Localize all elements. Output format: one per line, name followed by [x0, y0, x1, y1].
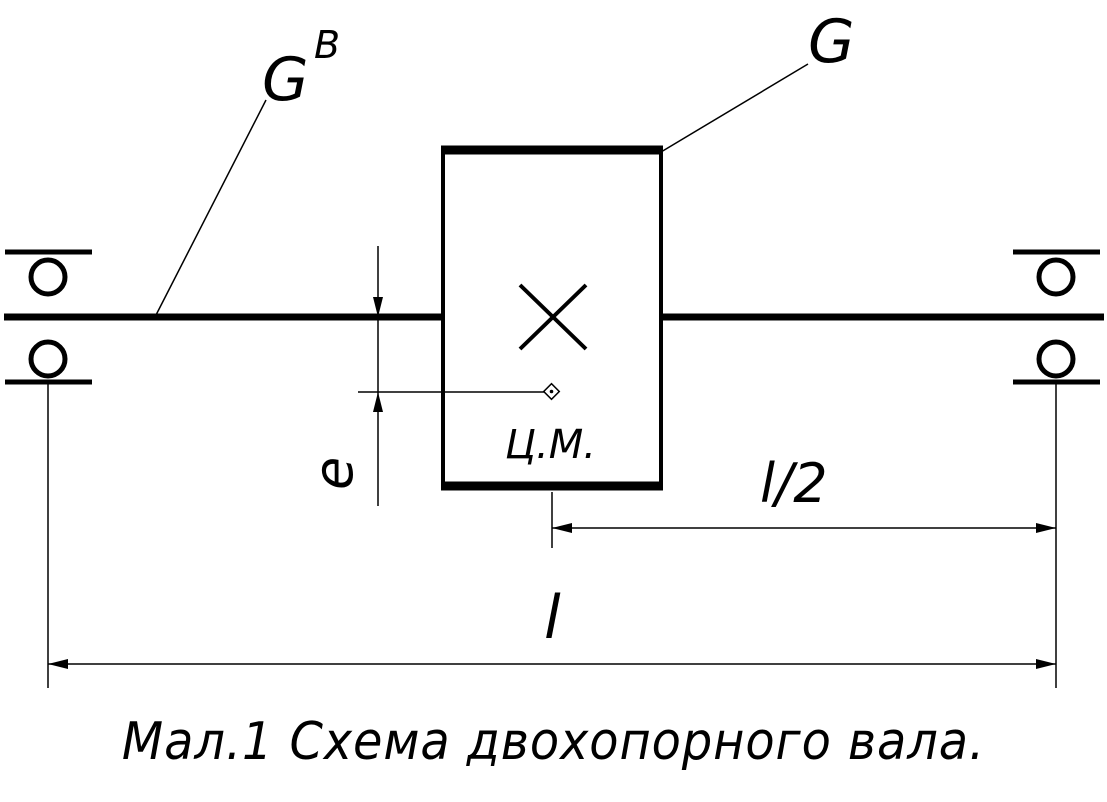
label-length: l: [544, 583, 561, 653]
center-of-mass-marker: [358, 382, 561, 401]
leader-disk-weight: [660, 63, 809, 153]
right-bearing: [1013, 249, 1100, 385]
label-half-length: l/2: [760, 452, 828, 515]
extension-lines: [47, 384, 1057, 688]
leader-shaft-weight: [154, 99, 267, 318]
label-shaft-weight-sup: B: [314, 23, 340, 67]
left-bearing: [5, 249, 92, 385]
label-eccentricity: e: [302, 457, 365, 490]
center-cross: [518, 283, 588, 351]
figure-caption: Мал.1 Схема двохопорного вала.: [121, 712, 986, 772]
disk: [441, 145, 663, 491]
label-center-of-mass: Ц.М.: [505, 422, 596, 468]
label-disk-weight: G: [808, 7, 855, 77]
label-shaft-weight: G: [262, 45, 309, 115]
